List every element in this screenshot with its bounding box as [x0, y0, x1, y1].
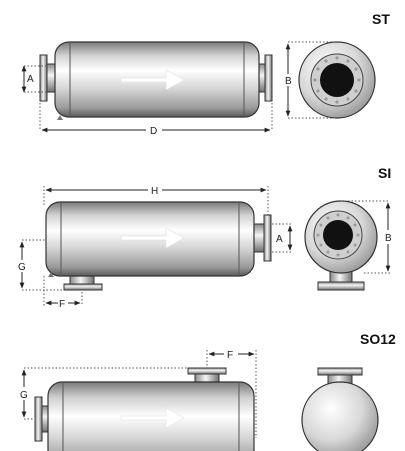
variant-st: ST A — [21, 11, 390, 137]
variant-so12: SO12 F G — [20, 331, 396, 451]
variant-label-si: SI — [378, 165, 391, 181]
si-dim-f: F — [43, 276, 83, 310]
si-bolt-ring — [316, 213, 360, 257]
st-end-port — [320, 63, 354, 97]
so12-end-top-flange — [317, 367, 363, 376]
st-end-view — [298, 41, 376, 119]
so12-dim-f-label: F — [227, 350, 233, 361]
si-dim-a-label: A — [276, 234, 283, 245]
so12-left-flange — [34, 396, 43, 442]
so12-side-view — [34, 367, 255, 451]
so12-end-shell — [301, 381, 379, 451]
si-end-port — [323, 220, 353, 250]
variant-label-so12: SO12 — [360, 331, 396, 347]
si-bottom-flange — [63, 283, 103, 291]
si-dim-h-label: H — [151, 186, 158, 197]
st-dim-d: D — [39, 103, 273, 137]
st-dim-d-label: D — [150, 126, 157, 137]
si-dim-f-label: F — [59, 299, 65, 310]
variant-label-st: ST — [372, 11, 390, 27]
si-right-flange — [263, 214, 272, 262]
si-foot — [48, 272, 54, 277]
so12-top-flange — [187, 367, 227, 375]
st-bolt-ring — [313, 56, 361, 104]
si-dim-g: G — [18, 239, 64, 291]
so12-end-view — [301, 367, 379, 451]
si-dim-b-label: B — [385, 233, 392, 244]
so12-flow-arrow-icon — [120, 407, 185, 429]
st-dim-a-label: A — [27, 74, 34, 85]
st-dim-b-label: B — [285, 76, 292, 87]
si-dim-h: H — [43, 186, 269, 222]
st-flow-arrow-icon — [120, 69, 185, 91]
si-dim-b: B — [341, 200, 392, 274]
si-side-view — [45, 201, 272, 291]
si-end-view — [304, 200, 378, 291]
st-left-flange — [39, 54, 48, 102]
st-dim-b: B — [285, 41, 337, 119]
so12-dim-g: G — [20, 367, 188, 420]
si-end-foot-flange — [317, 281, 365, 291]
st-side-view — [39, 41, 273, 120]
si-flow-arrow-icon — [120, 227, 185, 249]
variant-si: SI H — [18, 165, 392, 310]
so12-dim-f: F — [206, 350, 257, 438]
st-right-flange — [264, 54, 273, 102]
st-foot — [57, 115, 63, 120]
so12-dim-g-label: G — [20, 390, 28, 401]
si-dim-a: A — [272, 223, 293, 253]
st-dim-a: A — [21, 65, 46, 93]
si-dim-g-label: G — [18, 262, 26, 273]
